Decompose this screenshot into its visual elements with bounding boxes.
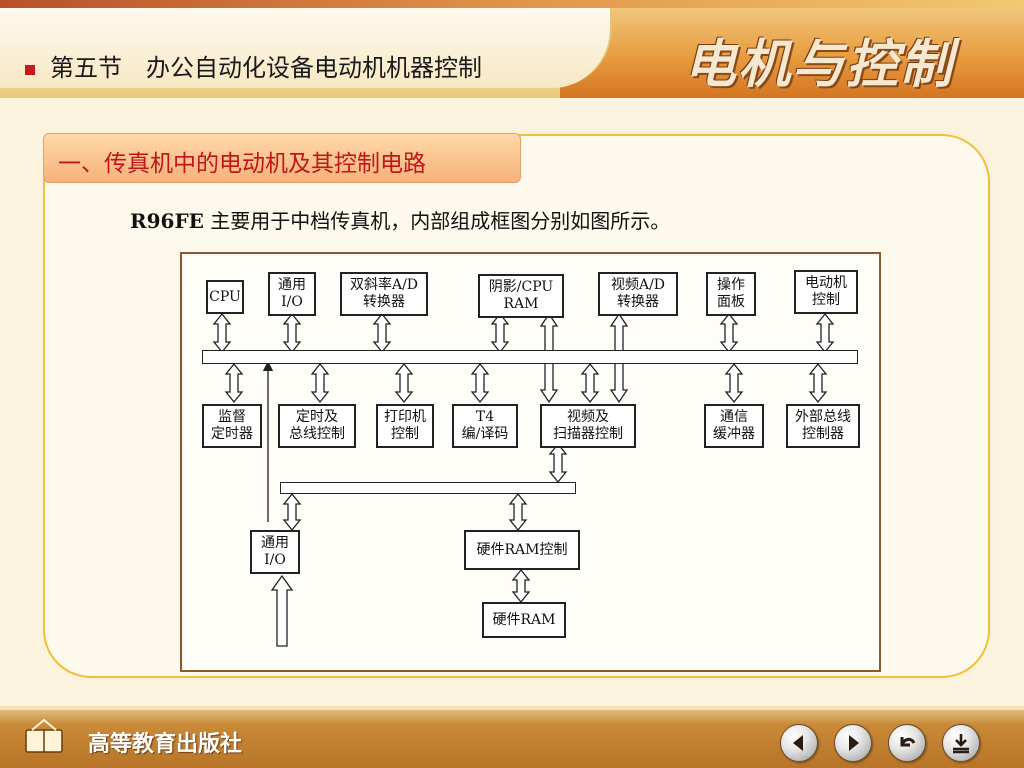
footer-bar: 高等教育出版社 xyxy=(0,706,1024,768)
block-hardware-ram-control: 硬件RAM控制 xyxy=(464,530,580,570)
block-shadow-cpu-ram: 阴影/CPU RAM xyxy=(478,274,564,318)
intro-description: 主要用于中档传真机，内部组成框图分别如图所示。 xyxy=(203,209,671,233)
block-hardware-ram: 硬件RAM xyxy=(482,602,566,638)
subtitle-banner: 一、传真机中的电动机及其控制电路 xyxy=(43,133,521,183)
block-comm-buffer: 通信 缓冲器 xyxy=(704,404,764,448)
block-external-bus-controller: 外部总线 控制器 xyxy=(786,404,860,448)
lower-bus xyxy=(280,482,576,494)
header-bar: 第五节 办公自动化设备电动机机器控制 电机与控制 xyxy=(0,0,1024,98)
model-name: R96FE xyxy=(130,209,204,233)
block-operation-panel: 操作 面板 xyxy=(706,272,756,316)
block-dual-slope-adc: 双斜率A/D 转换器 xyxy=(340,272,428,316)
header-top-stripe xyxy=(0,0,1024,8)
return-arrow-icon xyxy=(900,737,916,747)
block-watchdog-timer: 监督 定时器 xyxy=(202,404,262,448)
block-t4-codec: T4 编/译码 xyxy=(452,404,518,448)
course-brand-logo: 电机与控制 xyxy=(684,35,955,95)
block-cpu: CPU xyxy=(206,280,244,314)
header-orange-band xyxy=(560,8,1024,98)
arrow-right-icon xyxy=(849,735,859,751)
block-diagram: CPU 通用 I/O 双斜率A/D 转换器 阴影/CPU RAM 视频A/D 转… xyxy=(180,252,881,672)
block-general-io-bottom: 通用 I/O xyxy=(250,530,300,574)
subtitle-text: 一、传真机中的电动机及其控制电路 xyxy=(58,151,426,177)
block-general-io-top: 通用 I/O xyxy=(268,272,316,316)
exit-icon xyxy=(953,734,969,754)
main-system-bus xyxy=(202,350,858,364)
return-button[interactable] xyxy=(888,724,926,762)
section-title: 第五节 办公自动化设备电动机机器控制 xyxy=(50,54,482,82)
block-video-adc: 视频A/D 转换器 xyxy=(598,272,678,316)
exit-button[interactable] xyxy=(942,724,980,762)
block-timer-bus-control: 定时及 总线控制 xyxy=(278,404,356,448)
bullet-square-icon xyxy=(25,65,35,75)
block-motor-control: 电动机 控制 xyxy=(794,270,858,314)
block-printer-control: 打印机 控制 xyxy=(376,404,434,448)
diagram-connectors xyxy=(212,312,835,647)
publisher-book-icon xyxy=(25,718,63,753)
intro-text: R96FE 主要用于中档传真机，内部组成框图分别如图所示。 xyxy=(130,205,670,234)
publisher-name: 高等教育出版社 xyxy=(88,732,243,757)
previous-button[interactable] xyxy=(780,724,818,762)
footer-stripe xyxy=(0,706,1024,710)
block-video-scanner-control: 视频及 扫描器控制 xyxy=(540,404,636,448)
header-title-tab xyxy=(0,8,612,88)
arrow-left-icon xyxy=(793,735,803,751)
next-button[interactable] xyxy=(834,724,872,762)
